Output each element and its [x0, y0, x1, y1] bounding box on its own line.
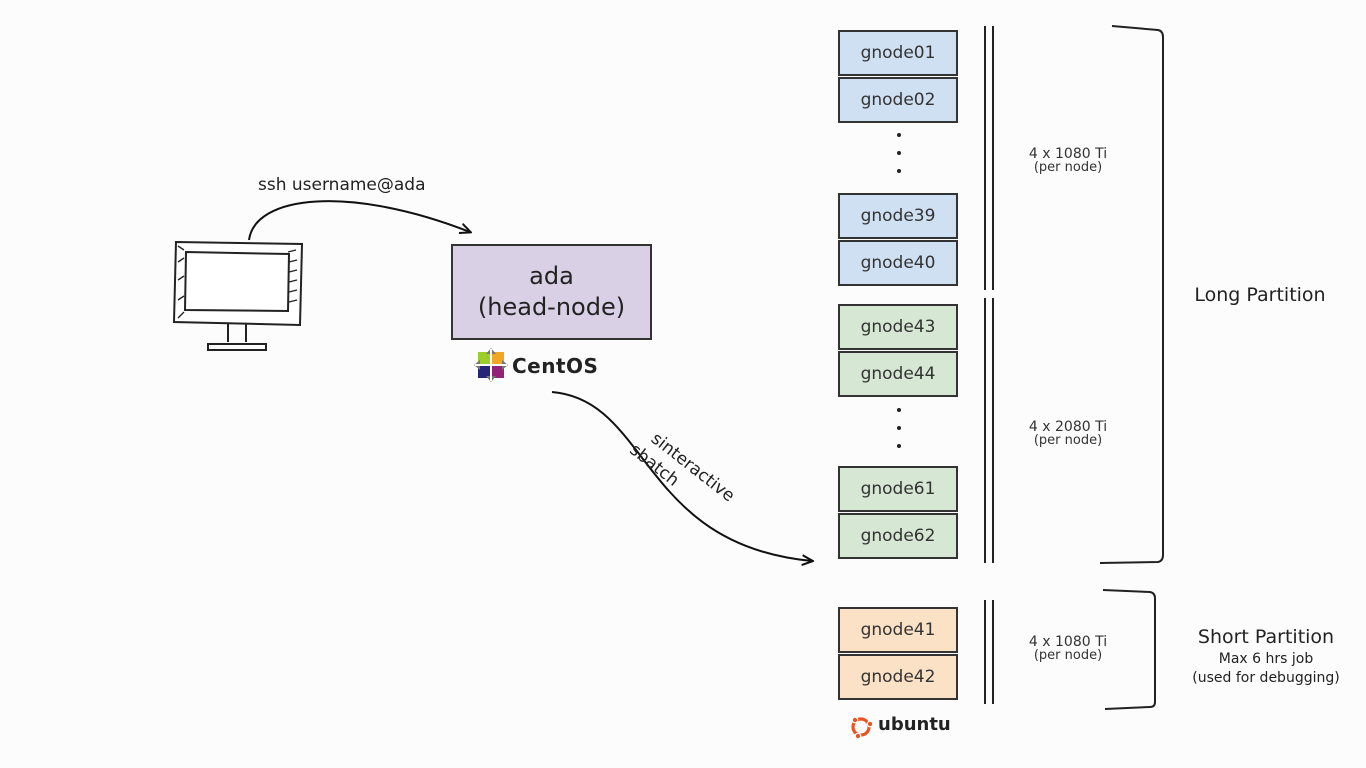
- short-partition-purpose: (used for debugging): [1192, 670, 1340, 686]
- gpu-spec-label: 4 x 1080 Ti (per node): [1008, 146, 1128, 175]
- head-node-name: ada: [529, 262, 574, 290]
- short-partition-bracket: [1102, 589, 1156, 710]
- gpu-per-node: (per node): [1033, 648, 1103, 663]
- ellipsis-dots: [897, 133, 901, 187]
- short-partition-info: Short Partition Max 6 hrs job (used for …: [1176, 626, 1356, 686]
- gpu-spec-label: 4 x 2080 Ti (per node): [1008, 419, 1128, 448]
- ssh-arrow: [248, 200, 470, 241]
- gpu-count: 4 x 1080 Ti: [1028, 146, 1108, 162]
- compute-node: gnode42: [838, 654, 958, 700]
- long-partition-bracket: [1099, 25, 1164, 564]
- centos-logo-icon: [474, 348, 508, 382]
- ubuntu-logo-icon: [851, 716, 874, 740]
- ssh-command-label: ssh username@ada: [258, 175, 426, 195]
- gpu-per-node: (per node): [1033, 433, 1103, 448]
- compute-node: gnode61: [838, 466, 958, 512]
- centos-logo-text: CentOS: [512, 354, 599, 378]
- compute-node: gnode43: [838, 304, 958, 350]
- compute-node: gnode44: [838, 351, 958, 397]
- head-node-role: (head-node): [477, 293, 626, 321]
- ubuntu-logo-text: ubuntu: [878, 714, 951, 735]
- ellipsis-dots: [897, 408, 901, 462]
- compute-node: gnode62: [838, 513, 958, 559]
- compute-node: gnode41: [838, 607, 958, 653]
- gpu-per-node: (per node): [1033, 160, 1103, 175]
- short-partition-limit: Max 6 hrs job: [1218, 651, 1314, 667]
- long-partition-label: Long Partition: [1194, 284, 1326, 306]
- compute-node: gnode02: [838, 77, 958, 123]
- submit-arrow: [551, 391, 812, 561]
- head-node-box: ada (head-node): [451, 244, 652, 340]
- gpu-count: 4 x 1080 Ti: [1028, 634, 1108, 650]
- node-group-separator: [984, 26, 994, 704]
- gpu-count: 4 x 2080 Ti: [1028, 419, 1108, 435]
- compute-node: gnode01: [838, 30, 958, 76]
- computer-monitor-icon: [172, 240, 304, 351]
- short-partition-label: Short Partition: [1197, 626, 1335, 648]
- compute-node: gnode39: [838, 193, 958, 239]
- gpu-spec-label: 4 x 1080 Ti (per node): [1008, 634, 1128, 663]
- compute-node: gnode40: [838, 240, 958, 286]
